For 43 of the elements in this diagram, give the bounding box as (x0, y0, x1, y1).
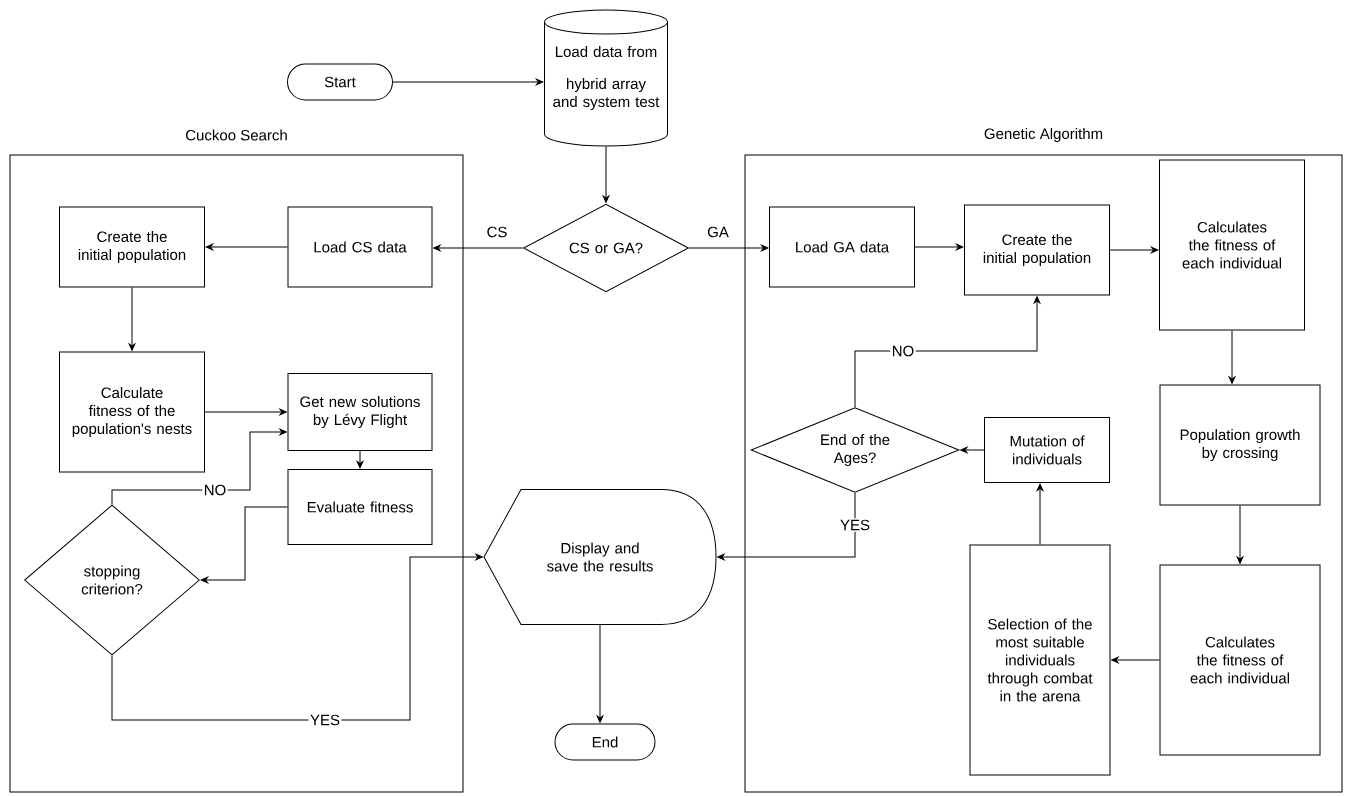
arrow (111, 428, 287, 505)
arrow (914, 243, 964, 251)
arrow (960, 446, 985, 454)
process-box: Load CS data (287, 206, 433, 288)
section-heading: Genetic Algorithm (984, 128, 1103, 142)
arrow (200, 506, 288, 584)
process-box: Evaluate fitness (287, 469, 433, 545)
process-box: Get new solutions by Lévy Flight (287, 373, 433, 451)
arrow (111, 553, 483, 721)
edge-label: NO (202, 483, 228, 497)
edge-label: YES (308, 713, 342, 727)
section-heading: Cuckoo Search (186, 129, 287, 141)
arrow (433, 244, 524, 252)
process-box: Mutation of individuals (984, 417, 1110, 483)
edge-label: CS (485, 225, 509, 239)
arrow (602, 146, 610, 203)
process-box: Calculates the fitness of each individual (1159, 159, 1305, 331)
process-box: Selection of the most suitable individuals through combat in the arena (969, 544, 1111, 776)
arrow (392, 78, 544, 86)
process-box: Calculates the fitness of each individual (1159, 564, 1321, 756)
arrow (854, 296, 1041, 408)
arrow (356, 450, 364, 469)
arrow (1109, 246, 1159, 254)
process-box: Population growth by crossing (1159, 384, 1321, 506)
arrow (128, 287, 136, 351)
edge-label: GA (705, 225, 731, 239)
arrow (204, 408, 287, 416)
process-box: Create the initial population (59, 206, 205, 288)
node-label: Load data from hybrid array and system test (553, 46, 660, 110)
arrow (1236, 505, 1244, 564)
edge-label: YES (838, 518, 872, 532)
arrow (1111, 656, 1160, 664)
arrow (205, 243, 288, 251)
process-box: Create the initial population (964, 204, 1110, 296)
arrow (596, 624, 604, 723)
arrow (1228, 330, 1236, 384)
arrow (717, 492, 856, 561)
process-box: Calculate fitness of the population's nests (59, 351, 205, 473)
edge-label: NO (890, 344, 916, 358)
arrow (1036, 483, 1044, 545)
process-box: Load GA data (769, 206, 915, 288)
arrow (688, 244, 769, 252)
database-cylinder: Load data from hybrid array and system test (544, 9, 668, 147)
